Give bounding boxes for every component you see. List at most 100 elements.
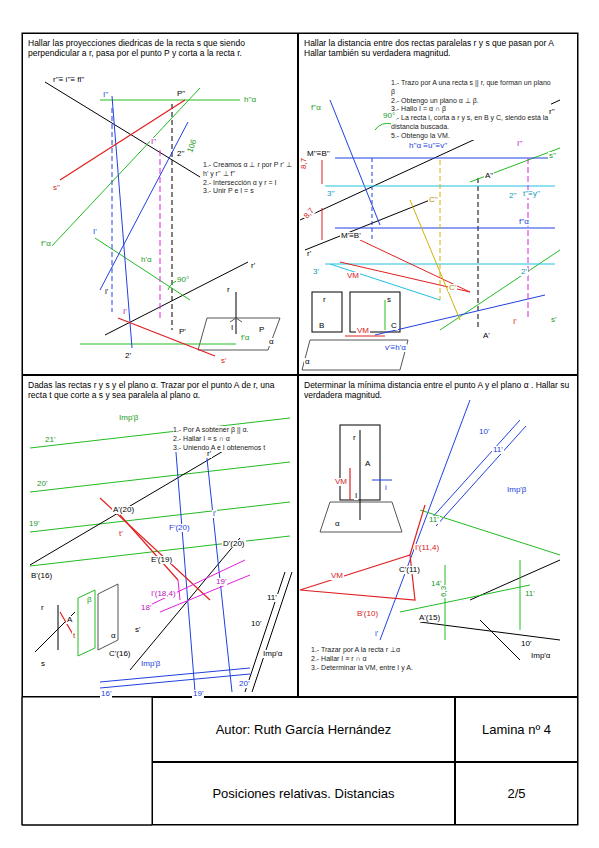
point-label: A': [482, 332, 491, 340]
point-label: 11': [428, 516, 440, 524]
point-label: 2'': [508, 192, 518, 200]
point-label: s: [40, 660, 46, 668]
point-label: I'(18,4): [150, 590, 177, 598]
point-label: 11': [492, 446, 504, 454]
point-label: 6,3: [440, 585, 448, 598]
point-label: 3'': [326, 190, 336, 198]
point-label: r': [306, 250, 312, 258]
point-label: VM: [356, 327, 370, 335]
procedure-step: 1.- Por A sobtener β || α.: [173, 426, 295, 435]
point-label: P': [178, 328, 187, 336]
point-label: B'(10): [356, 610, 379, 618]
point-label: s: [386, 296, 392, 304]
procedure-step: 2.- Intersección α y r = I: [203, 179, 295, 188]
exercise-statement: Dadas las rectas r y s y el plano α. Tra…: [28, 380, 292, 400]
procedure-step: 2.- Obtengo un plano α ⊥ β.: [391, 97, 551, 106]
exercise-statement: Determinar la mínima distancia entre el …: [304, 380, 572, 400]
point-label: 10': [520, 640, 532, 648]
procedure-steps: 1.- Trazar por A la recta r ⊥α2.- Hallar…: [311, 646, 471, 672]
point-label: 8,7: [300, 157, 308, 170]
point-label: i': [374, 630, 379, 638]
point-label: 10': [478, 428, 490, 436]
procedure-steps: 1.- Trazo por A una recta s || r, que fo…: [391, 79, 551, 140]
exercise-panel: Hallar las proyecciones diedricas de la …: [22, 33, 298, 375]
point-label: r': [250, 262, 256, 270]
point-label: C: [390, 322, 398, 330]
point-label: α: [304, 358, 311, 366]
point-label: h''α: [243, 96, 257, 104]
point-label: A'(20): [112, 506, 135, 514]
title-block-text: Autor: Ruth García Hernández: [216, 722, 392, 737]
exercise-panel: Determinar la mínima distancia entre el …: [298, 375, 578, 697]
point-label: f''α: [518, 218, 530, 226]
point-label: VM: [346, 272, 360, 280]
point-label: α: [110, 632, 117, 640]
point-label: M'≡B': [340, 232, 362, 240]
procedure-step: 1.- Trazo por A una recta s || r, que fo…: [391, 79, 551, 97]
exercise-panel: Dadas las rectas r y s y el plano α. Tra…: [22, 375, 298, 697]
procedure-step: 4.- La recta i, corta a r y s, en B y C,…: [391, 114, 551, 132]
point-label: r''≡ i''≡ fl'': [52, 76, 85, 84]
point-label: 19': [28, 520, 40, 528]
point-label: VM: [330, 572, 344, 580]
point-label: M''≡B'': [306, 150, 331, 158]
point-label: Imp'α: [262, 650, 284, 658]
exercise-panel: Hallar la distancia entre dos rectas par…: [298, 33, 578, 375]
point-label: r: [40, 604, 45, 612]
point-label: 90°: [382, 112, 396, 120]
point-label: I': [512, 318, 518, 326]
procedure-steps: 1.- Creamos α ⊥ r por P r' ⊥ h' y r'' ⊥ …: [203, 161, 295, 196]
title-block-cell: 2/5: [455, 762, 578, 825]
point-label: t''≡y'': [522, 190, 541, 198]
point-label: i': [104, 288, 109, 296]
point-label: Imp'β: [140, 660, 161, 668]
point-label: f'α: [240, 334, 250, 342]
point-label: i: [384, 484, 388, 492]
point-label: s': [220, 357, 228, 365]
point-label: Imp'β: [506, 486, 527, 494]
point-label: I'(11,4): [414, 544, 440, 552]
point-label: 10': [250, 620, 262, 628]
point-label: α: [268, 338, 275, 346]
point-label: s'': [52, 184, 61, 192]
procedure-step: 2.- Hallar I ≡ r ∩ α: [311, 655, 471, 664]
point-label: C'(16): [108, 650, 132, 658]
exercise-statement: Hallar las proyecciones diedricas de la …: [28, 38, 292, 58]
point-label: f''α: [40, 240, 52, 248]
point-label: 19': [192, 690, 204, 698]
point-label: I'': [516, 140, 523, 148]
point-label: A: [66, 616, 73, 624]
point-label: s'': [548, 152, 557, 160]
point-label: Imp'β: [118, 414, 139, 422]
point-label: r': [206, 450, 212, 458]
point-label: VM: [334, 478, 348, 486]
procedure-step: 1.- Trazar por A la recta r ⊥α: [311, 646, 471, 655]
point-label: A'': [484, 172, 494, 180]
title-block-cell: Lamina nº 4: [455, 697, 578, 762]
point-label: 20': [36, 480, 48, 488]
point-label: 20': [238, 680, 250, 688]
point-label: Imp'α: [530, 652, 552, 660]
point-label: I'': [150, 138, 157, 146]
point-label: 2': [520, 268, 528, 276]
point-label: I: [230, 324, 234, 332]
point-label: E'(19): [150, 556, 173, 564]
point-label: C': [448, 284, 457, 292]
point-label: 11': [524, 590, 536, 598]
procedure-step: 2.- Hallar I ≡ s ∩ α: [173, 435, 295, 444]
point-label: 90°: [176, 276, 190, 284]
point-label: t': [118, 530, 124, 538]
point-label: i': [212, 510, 217, 518]
procedure-steps: 1.- Por A sobtener β || α.2.- Hallar I ≡…: [173, 426, 295, 452]
exercise-statement: Hallar la distancia entre dos rectas par…: [304, 38, 572, 58]
point-label: v'≡h'α: [384, 344, 407, 352]
point-label: I': [122, 308, 128, 316]
procedure-step: 3.- Uniendo A e I obtenemos t: [173, 444, 295, 453]
procedure-step: 3.- Hallo I = α ∩ β: [391, 105, 551, 114]
point-label: B'(16): [30, 572, 53, 580]
point-label: r'': [548, 108, 556, 116]
point-label: C'': [428, 196, 439, 204]
point-label: s': [550, 316, 558, 324]
point-label: 19': [215, 578, 227, 586]
point-label: 11': [266, 594, 278, 602]
